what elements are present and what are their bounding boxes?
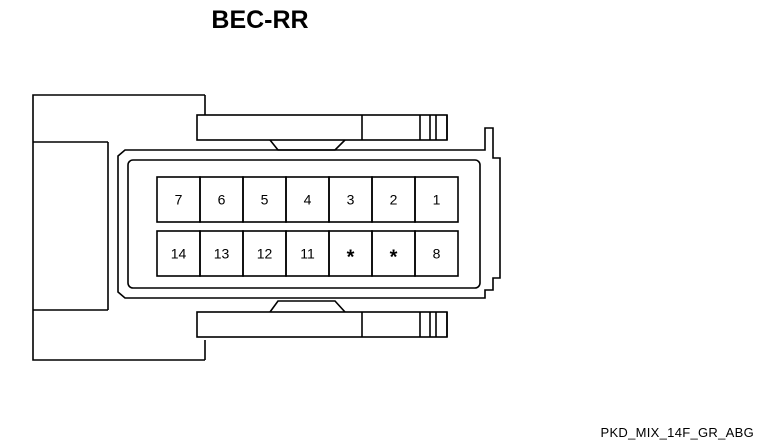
pin-number: 1: [433, 192, 441, 208]
pin-cell: 7: [156, 176, 201, 223]
pin-cell-border: [414, 176, 459, 223]
pin-cell: 2: [371, 176, 416, 223]
pin-number: 3: [347, 192, 355, 208]
pin-number: 6: [218, 192, 226, 208]
pin-cell: 6: [199, 176, 244, 223]
connector-title: BEC-RR: [211, 6, 309, 34]
pin-cell-border: [414, 230, 459, 277]
pin-number: 13: [214, 246, 230, 262]
pin-number: 12: [257, 246, 273, 262]
pin-number: *: [347, 247, 355, 269]
pin-cell: 4: [285, 176, 330, 223]
pin-number: 4: [304, 192, 312, 208]
pin-number: *: [390, 247, 398, 269]
pin-cell: 12: [242, 230, 287, 277]
pin-number: 2: [390, 192, 398, 208]
pin-number: 5: [261, 192, 269, 208]
pin-number: 14: [171, 246, 187, 262]
pin-cell: 3: [328, 176, 373, 223]
connector-face-outer: [117, 127, 501, 299]
pin-number: 7: [175, 192, 183, 208]
top-latch: [196, 114, 448, 151]
pin-cell: 13: [199, 230, 244, 277]
pin-cell: 1: [414, 176, 459, 223]
pin-cell: *: [328, 230, 373, 277]
pin-cell: 14: [156, 230, 201, 277]
connector-housing: [32, 94, 206, 361]
diagram-code: PKD_MIX_14F_GR_ABG: [600, 425, 754, 440]
bottom-latch: [196, 300, 448, 338]
pin-number: 8: [433, 246, 441, 262]
pin-cell: 11: [285, 230, 330, 277]
pin-number: 11: [300, 246, 315, 262]
connector-face-inner: [127, 159, 481, 289]
pin-grid: 7 6 5 4 3 2 1 14 13 12 11 * * 8: [156, 176, 459, 277]
pin-cell: 8: [414, 230, 459, 277]
pin-cell: 5: [242, 176, 287, 223]
pin-cell: *: [371, 230, 416, 277]
